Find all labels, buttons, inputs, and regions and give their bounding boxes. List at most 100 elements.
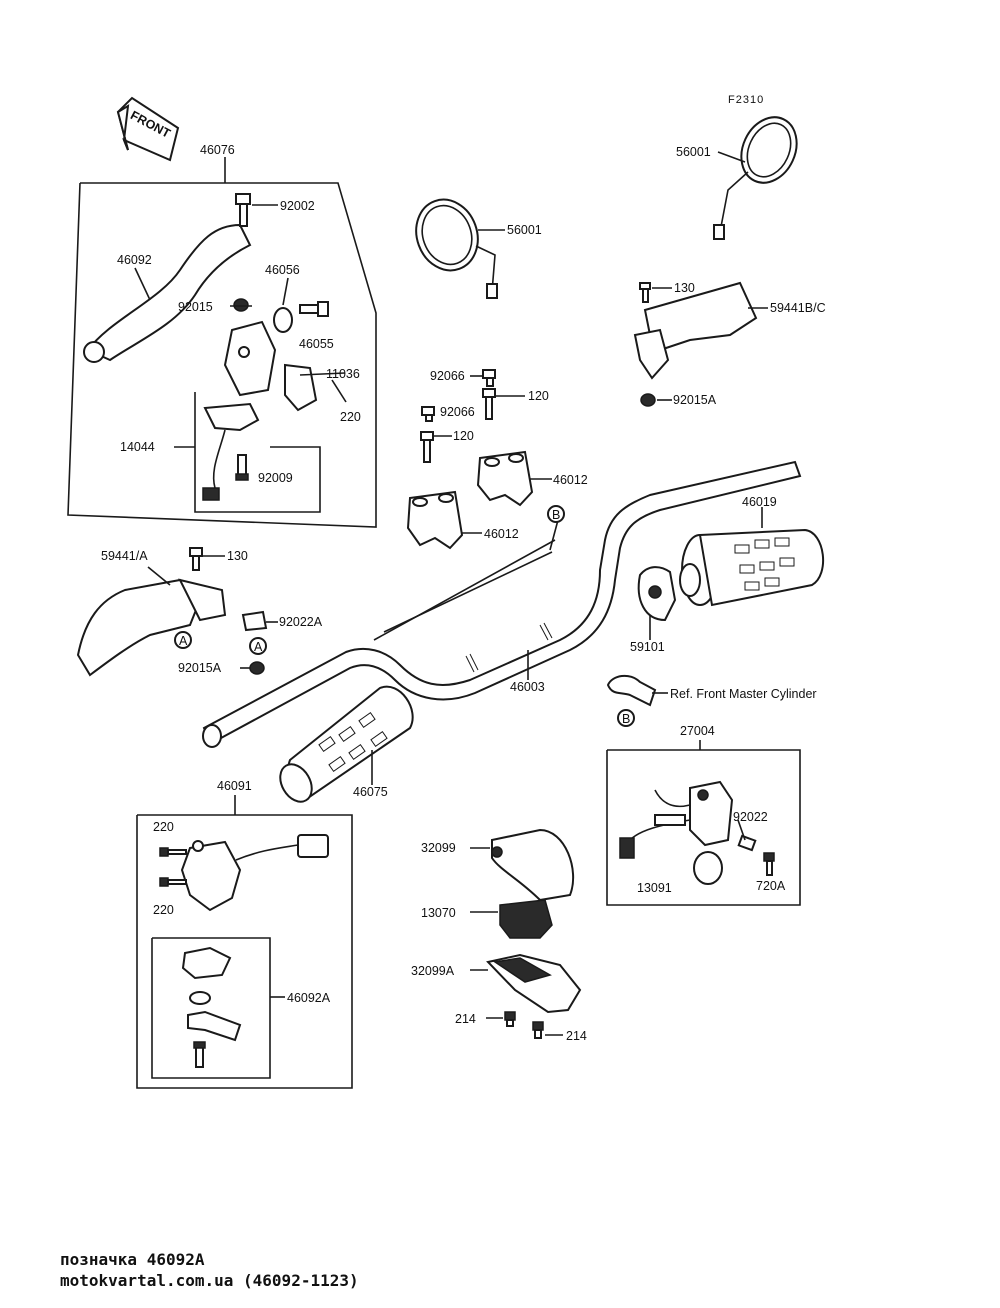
bolt-46055-icon <box>299 301 329 317</box>
throttle-grip-icon <box>679 528 825 607</box>
label-214-left: 214 <box>455 1012 476 1026</box>
throttle-cover-13070-icon <box>499 899 553 939</box>
label-32099: 32099 <box>421 841 456 855</box>
ref-circle-a2: A <box>249 637 267 655</box>
label-92009: 92009 <box>258 471 293 485</box>
label-46091: 46091 <box>217 779 252 793</box>
bracket-92022a-icon <box>241 610 268 632</box>
screw-720a-icon <box>763 852 775 876</box>
screw-214-right-icon <box>532 1021 544 1039</box>
washer-46056-icon <box>273 307 293 333</box>
ref-b2-label: B <box>622 712 630 726</box>
label-59441bc: 59441B/C <box>770 301 826 315</box>
screw-92009-icon <box>235 454 249 481</box>
label-46092a: 46092A <box>287 991 331 1005</box>
clamp-46012-upper-icon <box>476 450 534 507</box>
part-labels: 46076 92002 46092 46056 92015 46055 1103… <box>101 143 826 1043</box>
label-130-right: 130 <box>674 281 695 295</box>
throttle-housing-32099a-icon <box>486 953 582 1014</box>
hand-guard-right-icon <box>633 281 758 380</box>
figure-code: F2310 <box>728 94 764 106</box>
label-46055: 46055 <box>299 337 334 351</box>
bolt-92066-2-icon <box>421 406 435 422</box>
ref-a1-label: A <box>179 634 188 648</box>
bolt-130-left-icon <box>189 547 203 571</box>
collar-92015a-right-icon <box>640 393 656 407</box>
label-14044: 14044 <box>120 440 155 454</box>
collar-92015a-left-icon <box>249 661 265 675</box>
label-13070: 13070 <box>421 906 456 920</box>
label-13091: 13091 <box>637 881 672 895</box>
bracket-92022-icon <box>737 834 757 852</box>
bolt-130-right-icon <box>639 282 651 303</box>
label-46056: 46056 <box>265 263 300 277</box>
mirror-right-icon <box>713 116 798 240</box>
label-59101: 59101 <box>630 640 665 654</box>
lever-holder-icon <box>223 320 318 412</box>
label-46092: 46092 <box>117 253 152 267</box>
label-120-2: 120 <box>453 429 474 443</box>
clutch-switch-icon <box>202 402 260 501</box>
label-220-switch-lower: 220 <box>153 903 174 917</box>
footer-source: motokvartal.com.ua (46092-1123) <box>60 1271 359 1290</box>
label-46076: 46076 <box>200 143 235 157</box>
label-92066-2: 92066 <box>440 405 475 419</box>
mirror-left-icon <box>415 198 498 299</box>
switch-set-46092a-icon <box>181 946 242 1068</box>
label-214-right: 214 <box>566 1029 587 1043</box>
ref-circle-b2: B <box>617 709 635 727</box>
label-220-upper: 220 <box>340 410 361 424</box>
switch-housing-icon <box>180 834 329 912</box>
label-56001-right: 56001 <box>676 145 711 159</box>
screw-220-upper-icon <box>159 847 187 857</box>
label-92015a-left: 92015A <box>178 661 222 675</box>
switch-27004-box <box>606 740 801 906</box>
bolt-120-1-icon <box>482 388 496 420</box>
label-46019: 46019 <box>742 495 777 509</box>
label-92022a: 92022A <box>279 615 323 629</box>
ref-a2-label: A <box>254 640 263 654</box>
label-92002: 92002 <box>280 199 315 213</box>
bolt-120-2-icon <box>420 431 434 463</box>
collar-92015-icon <box>233 298 249 312</box>
screw-214-left-icon <box>504 1011 516 1027</box>
hand-guard-left-icon <box>76 578 227 677</box>
brake-switch-icon <box>619 780 734 885</box>
ref-circle-b1: B <box>547 505 565 523</box>
label-220-switch-upper: 220 <box>153 820 174 834</box>
label-27004: 27004 <box>680 724 715 738</box>
handlebar-icon <box>202 460 802 748</box>
label-92015: 92015 <box>178 300 213 314</box>
screw-220-lower-icon <box>159 877 187 887</box>
label-11036: 11036 <box>326 367 360 381</box>
label-32099a: 32099A <box>411 964 455 978</box>
clamp-46012-lower-icon <box>406 490 464 550</box>
switch-housing-box <box>136 795 353 1089</box>
label-46012-lower: 46012 <box>484 527 519 541</box>
label-59441a: 59441/A <box>101 549 148 563</box>
front-arrow-icon: FRONT <box>116 96 180 162</box>
clutch-lever-icon <box>83 223 252 363</box>
ref-circle-a1: A <box>174 631 192 649</box>
label-46075: 46075 <box>353 785 388 799</box>
label-46012-upper: 46012 <box>553 473 588 487</box>
footer-part-note: позначка 46092A <box>60 1250 205 1269</box>
label-46003: 46003 <box>510 680 545 694</box>
lever-assembly-box <box>67 157 377 528</box>
label-720a: 720A <box>756 879 786 893</box>
ref-b1-label: B <box>552 508 560 522</box>
label-92066-1: 92066 <box>430 369 465 383</box>
label-92022: 92022 <box>733 810 768 824</box>
left-grip-icon <box>279 685 414 803</box>
throttle-housing-32099-icon <box>491 828 575 902</box>
bolt-92002-icon <box>235 193 251 227</box>
label-120-1: 120 <box>528 389 549 403</box>
label-130-left: 130 <box>227 549 248 563</box>
label-ref-master-cylinder: Ref. Front Master Cylinder <box>670 687 817 701</box>
bolt-92066-1-icon <box>482 369 496 387</box>
label-56001-center: 56001 <box>507 223 542 237</box>
throttle-case-59101-icon <box>637 566 677 622</box>
master-cylinder-ref-icon <box>606 674 657 707</box>
